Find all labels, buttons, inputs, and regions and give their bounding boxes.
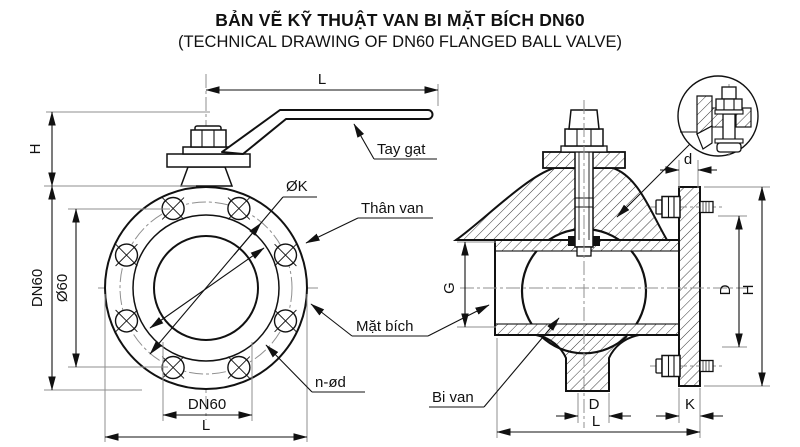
label-handle: Tay gạt [377,141,426,158]
dim-label-H: H [27,144,44,155]
packing-seal-right [593,236,600,246]
end-flange [678,186,701,387]
pipe-wall-bottom [494,323,701,336]
face-diameter-line [149,247,265,329]
dim-label-H-right: H [740,285,757,296]
front-dim-L-top: L [205,71,439,106]
label-bolt-circle: ØK [286,178,308,195]
side-callout-ball: Bi van [429,317,560,408]
drawing-title: BẢN VẼ KỸ THUẬT VAN BI MẶT BÍCH DN60 [215,10,585,30]
detail-bolt-cap [721,86,737,100]
detail-bolt-shaft [722,113,736,143]
front-dim-L-bottom: L [104,294,308,442]
dim-label-L-top: L [318,71,326,88]
handle-lever [221,109,434,155]
label-flange: Mặt bích [356,318,414,335]
front-callouts: ØK Tay gạt Thân van Mặt bích n-ød [265,123,490,393]
front-dim-H: H [27,111,210,187]
flange-bolt-lower [650,354,722,378]
front-view: L H DN60 Ø60 [27,71,490,442]
dim-label-DN60-left: DN60 [29,269,46,307]
dim-label-L-bottom: L [202,417,210,434]
dim-label-K: K [685,396,695,413]
dim-label-DN60-bottom: DN60 [188,396,226,413]
raised-face-circle [132,214,280,362]
dim-label-L-side: L [592,413,600,430]
title-block: BẢN VẼ KỸ THUẬT VAN BI MẶT BÍCH DN60 (TE… [0,10,800,53]
dim-label-O60: Ø60 [54,274,71,302]
side-dim-D-bottom: D [556,393,631,423]
dim-label-D-right: D [717,284,734,295]
bonnet-dome [452,167,669,241]
packing-seal-left [568,236,575,246]
front-stem-assembly [166,125,251,187]
bolt-holes [114,196,298,380]
stem-nut [190,129,227,148]
flange-bolt-upper [650,195,722,219]
side-dim-H-right: H [704,186,770,387]
label-ball: Bi van [432,389,474,406]
front-dim-DN60-bottom: DN60 [162,342,253,421]
front-dim-O60: Ø60 [54,208,170,368]
side-dim-K: K [656,388,723,423]
bolt-detail-bubble [616,75,759,218]
side-dim-d: d [660,151,717,188]
dim-label-D-bottom: D [589,396,600,413]
front-dim-DN60-left: DN60 [29,185,142,391]
bolt-circle [119,201,293,375]
dim-label-G: G [441,282,458,294]
side-dim-D-right: D [717,215,747,348]
label-bolt-holes: n-ød [315,374,346,391]
side-dim-L: L [496,338,701,438]
side-view: d G D H [429,75,770,438]
detail-bolt-bottom-nut [716,142,742,153]
drawing-subtitle: (TECHNICAL DRAWING OF DN60 FLANGED BALL … [177,32,623,51]
side-dim-G: G [441,241,496,328]
detail-bolt-nut [715,98,743,111]
label-body: Thân van [361,200,424,217]
dim-label-d: d [684,151,692,168]
